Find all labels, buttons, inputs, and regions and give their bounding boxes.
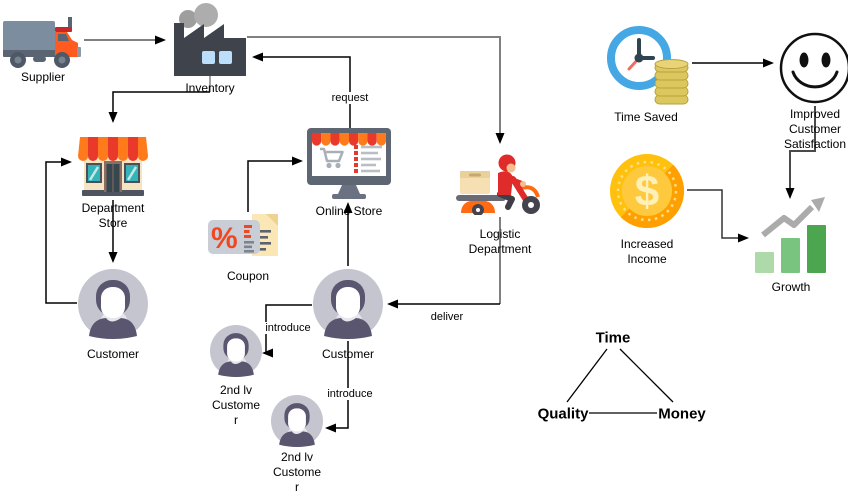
logistic-department-label: Logistic Department bbox=[468, 227, 532, 256]
coupon-icon: % bbox=[208, 214, 278, 256]
edge-customer-store-loop bbox=[45, 157, 77, 304]
second-lv-customer-2-label: 2nd lv Custome r bbox=[272, 450, 322, 493]
online-store-node[interactable]: Online Store bbox=[307, 128, 391, 219]
time-saved-node[interactable]: Time Saved bbox=[603, 21, 689, 125]
customer-store-node[interactable]: Customer bbox=[78, 269, 148, 362]
person-avatar-icon bbox=[78, 269, 148, 339]
coupon-label: Coupon bbox=[226, 269, 270, 283]
second-lv-customer-1-label: 2nd lv Custome r bbox=[211, 383, 261, 427]
coupon-node[interactable]: % Coupon bbox=[208, 212, 288, 284]
edge-inventory-logistic bbox=[247, 36, 505, 144]
svg-text:$: $ bbox=[635, 167, 659, 216]
edge-satisfaction-growth bbox=[785, 106, 816, 199]
department-store-node[interactable]: Department Store bbox=[78, 124, 148, 231]
improved-customer-satisfaction-label: Improved Customer Satisfaction bbox=[783, 107, 847, 151]
second-lv-customer-2-node[interactable]: 2nd lv Custome r bbox=[271, 395, 323, 493]
edge-income-growth bbox=[687, 189, 749, 243]
triangle-edge-time-quality bbox=[566, 348, 608, 403]
second-lv-customer-1-node[interactable]: 2nd lv Custome r bbox=[210, 325, 262, 428]
online-shop-monitor-icon bbox=[307, 128, 391, 199]
triangle-label-money[interactable]: Money bbox=[658, 405, 706, 423]
factory-icon bbox=[174, 3, 246, 76]
person-avatar-icon bbox=[271, 395, 323, 447]
time-saved-label: Time Saved bbox=[614, 110, 678, 124]
edge-inventory-store bbox=[108, 91, 210, 123]
supplier-node[interactable]: Supplier bbox=[2, 14, 84, 85]
person-avatar-icon bbox=[210, 325, 262, 377]
growth-bars-icon bbox=[755, 197, 826, 273]
svg-text:%: % bbox=[211, 222, 238, 255]
person-avatar-icon bbox=[313, 269, 383, 339]
supplier-label: Supplier bbox=[20, 70, 66, 84]
department-store-label: Department Store bbox=[81, 201, 145, 230]
inventory-node[interactable]: Inventory bbox=[172, 2, 248, 96]
customer-online-node[interactable]: Customer bbox=[313, 269, 383, 362]
inventory-label: Inventory bbox=[185, 81, 235, 95]
customer-store-label: Customer bbox=[86, 347, 139, 361]
introduce-edge-label-2[interactable]: introduce bbox=[325, 388, 375, 400]
customer-online-label: Customer bbox=[321, 347, 374, 361]
clock-coins-icon bbox=[607, 26, 689, 105]
triangle-label-quality[interactable]: Quality bbox=[537, 405, 589, 423]
dollar-coin-icon: $ bbox=[610, 154, 685, 229]
truck-icon bbox=[3, 17, 81, 68]
edge-request bbox=[252, 52, 351, 130]
smiley-face-icon bbox=[779, 32, 848, 104]
improved-customer-satisfaction-node[interactable]: Improved Customer Satisfaction bbox=[778, 31, 848, 152]
logistic-department-node[interactable]: Logistic Department bbox=[453, 153, 547, 257]
delivery-scooter-icon bbox=[456, 154, 540, 215]
growth-label: Growth bbox=[771, 280, 811, 294]
triangle-edge-time-money bbox=[619, 348, 674, 403]
storefront-icon bbox=[78, 137, 148, 196]
edge-introduce-2 bbox=[325, 341, 349, 433]
increased-income-label: Increased Income bbox=[620, 237, 674, 266]
growth-node[interactable]: Growth bbox=[753, 194, 829, 295]
deliver-edge-label[interactable]: deliver bbox=[428, 311, 466, 323]
increased-income-node[interactable]: $ Increased Income bbox=[609, 153, 685, 267]
triangle-label-time[interactable]: Time bbox=[595, 329, 631, 347]
edge-coupon-online bbox=[247, 156, 303, 212]
online-store-label: Online Store bbox=[315, 204, 383, 218]
request-edge-label[interactable]: request bbox=[329, 92, 371, 104]
introduce-edge-label-1[interactable]: introduce bbox=[263, 322, 313, 334]
